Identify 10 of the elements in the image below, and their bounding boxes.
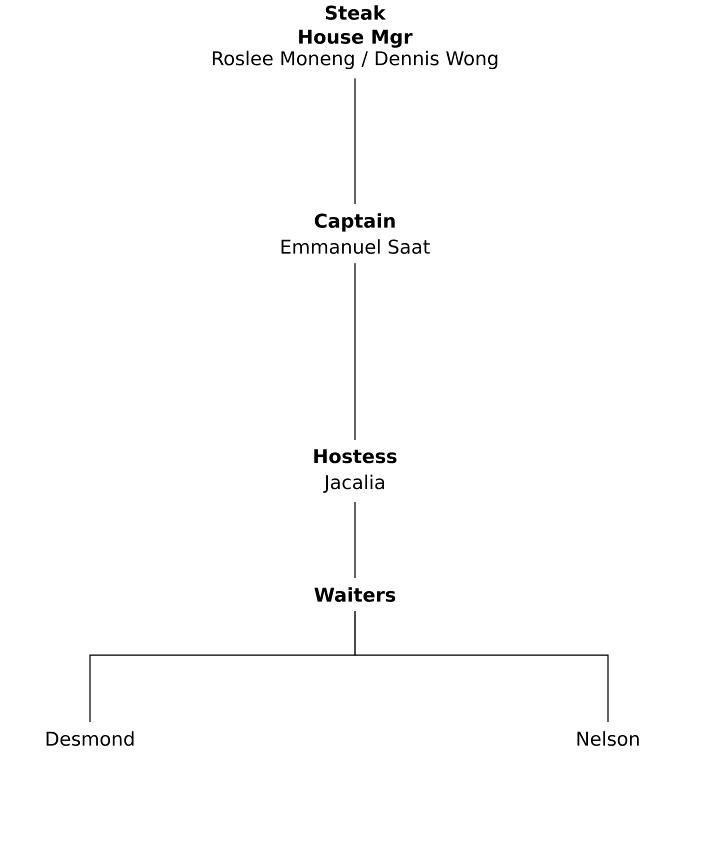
connector-line [354,502,356,578]
role-label: Waiters [314,587,396,602]
role-label: Captain Emmanuel Saat [282,213,430,254]
role-label: Nelson [578,731,639,746]
connector-line [354,263,356,440]
role-label: Desmond [46,731,134,746]
role-label: Hostess Jacalia [314,449,396,493]
role-label: Steak House Mgr Roslee Moneng / Dennis Wong [212,5,498,70]
connector-line [354,78,356,204]
connector-line [354,611,609,722]
